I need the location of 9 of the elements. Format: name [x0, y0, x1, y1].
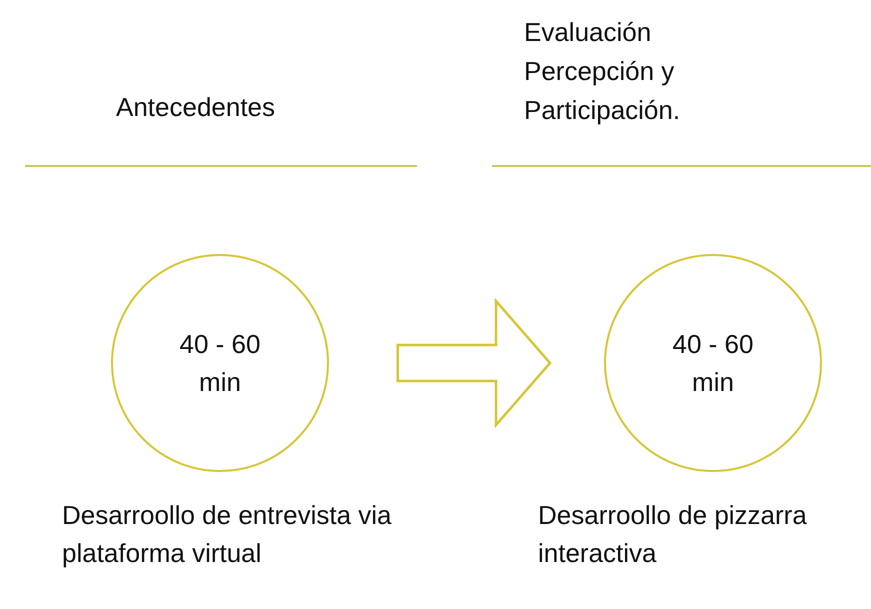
duration-text: 40 - 60 min [672, 328, 754, 399]
duration-text: 40 - 60 min [178, 328, 262, 399]
stage-heading: Evaluación Percepción y Participación. [524, 16, 682, 127]
time-circle [604, 254, 822, 472]
activity-description: Desarroollo de entrevista via plataforma virtual [62, 499, 392, 570]
block-arrow [396, 298, 552, 428]
activity-description: Desarroollo de pizzarra interactiva [538, 499, 808, 570]
stage-heading: Antecedentes [116, 91, 276, 124]
time-circle [111, 254, 329, 472]
